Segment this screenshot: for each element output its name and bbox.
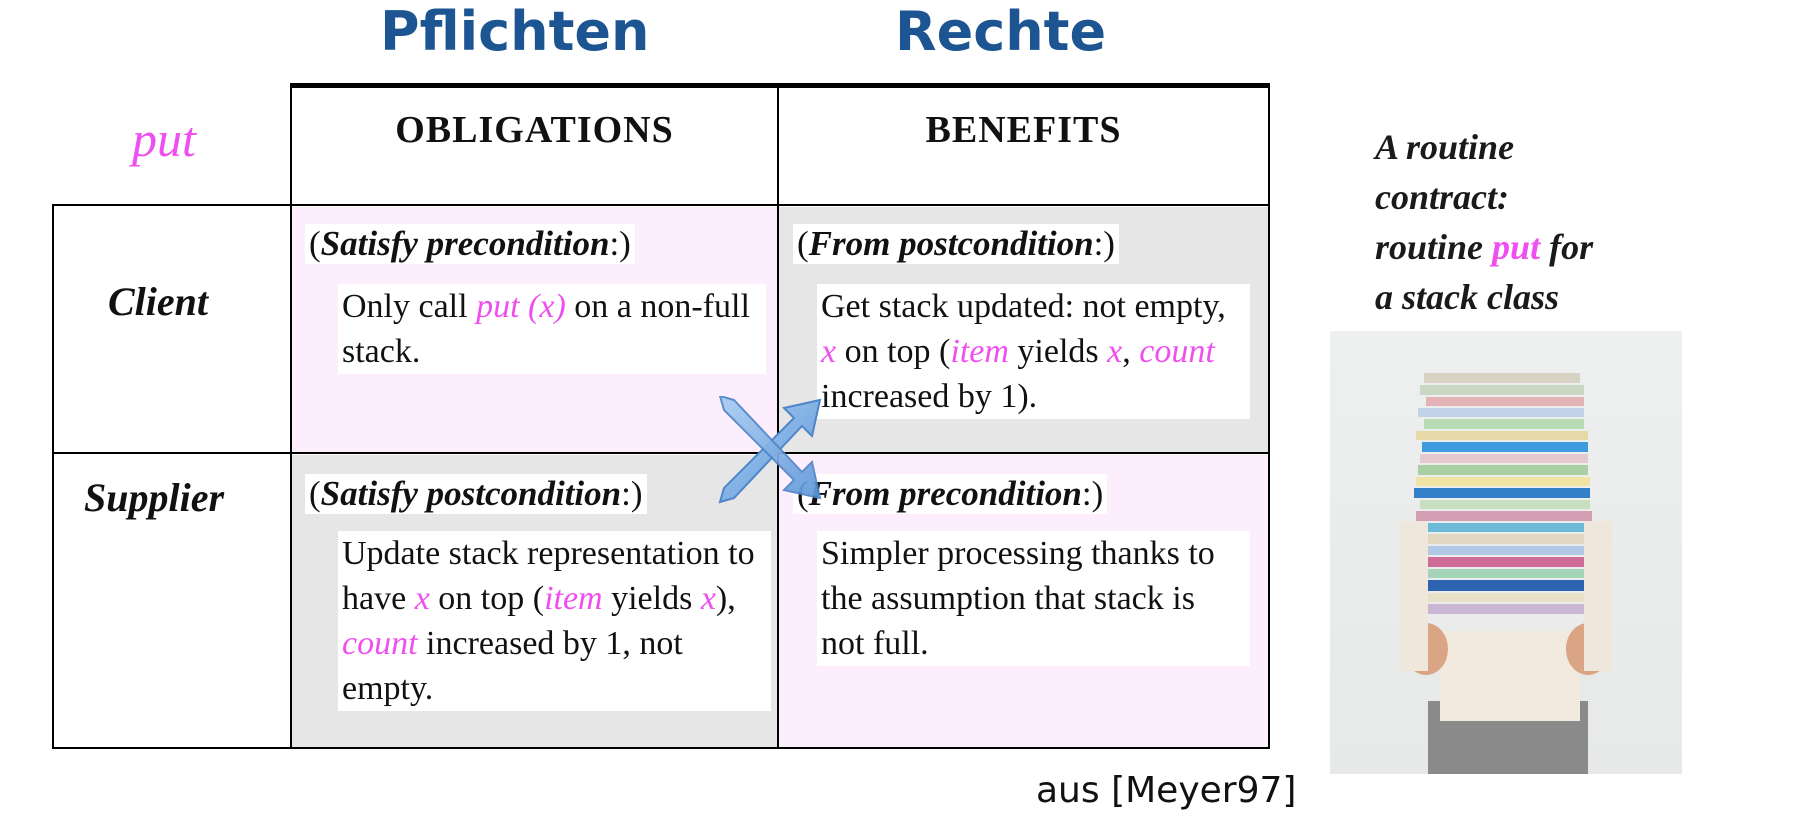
table-top-border xyxy=(290,83,1270,88)
client-benefit-text: Get stack updated: not empty, x on top (… xyxy=(817,284,1250,419)
table-row-divider xyxy=(52,452,1270,454)
supplier-obligation-text: Update stack representation to have x on… xyxy=(338,531,771,711)
paper-stack-photo xyxy=(1330,331,1682,774)
table-column-divider xyxy=(777,83,779,749)
table-bottom-border xyxy=(52,747,1270,749)
client-obligation-title: (Satisfy precondition:) xyxy=(305,224,635,264)
obligations-header: OBLIGATIONS xyxy=(395,109,674,151)
client-obligation-text: Only call put (x) on a non-full stack. xyxy=(338,284,766,374)
rechte-heading: Rechte xyxy=(895,0,1107,63)
client-row-label: Client xyxy=(108,279,209,324)
crossed-arrows-icon xyxy=(718,396,822,504)
supplier-benefit-text: Simpler processing thanks to the assumpt… xyxy=(817,531,1250,666)
routine-put-label: put xyxy=(132,111,196,167)
table-label-divider xyxy=(290,83,292,749)
supplier-obligation-title: (Satisfy postcondition:) xyxy=(305,474,647,514)
supplier-row-label: Supplier xyxy=(84,475,225,520)
source-citation: aus [Meyer97] xyxy=(1036,770,1297,811)
table-left-border xyxy=(52,204,54,749)
routine-contract-caption: A routine contract: routine put for a st… xyxy=(1375,127,1594,317)
pflichten-heading: Pflichten xyxy=(380,0,650,63)
table-header-divider xyxy=(52,204,1270,206)
client-benefit-title: (From postcondition:) xyxy=(793,224,1119,264)
supplier-benefit-title: (From precondition:) xyxy=(793,474,1108,514)
benefits-header: BENEFITS xyxy=(925,109,1122,151)
table-right-border xyxy=(1268,83,1270,749)
